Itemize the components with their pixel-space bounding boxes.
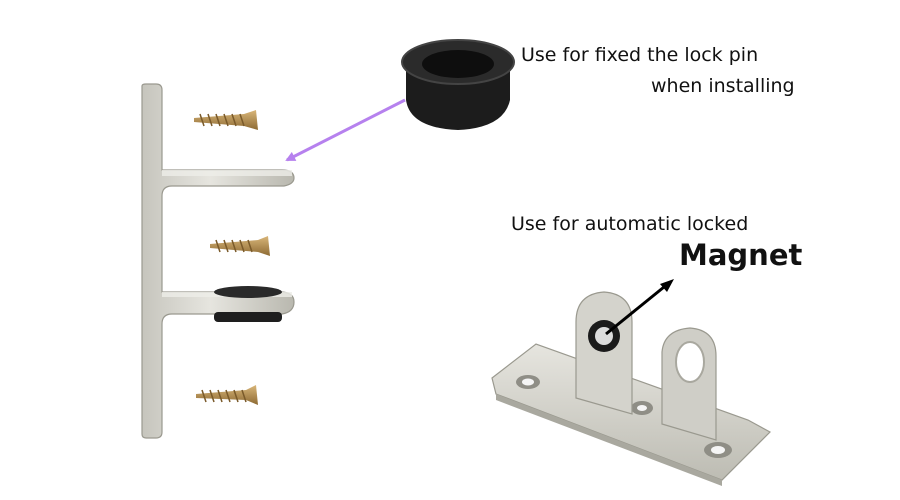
magnet-label: Magnet: [679, 238, 803, 272]
pointer-arrow-black-head: [660, 279, 674, 292]
screw-icon: [194, 110, 258, 130]
pointer-arrow-purple: [285, 98, 406, 162]
spacer-ring-icon: [401, 39, 515, 130]
spacer-note-line-1: Use for fixed the lock pin: [521, 44, 759, 66]
magnet-note: Use for automatic locked: [511, 213, 749, 235]
magnet-icon: [214, 286, 282, 322]
bracket-icon: [141, 83, 295, 439]
pointer-arrow-black: [605, 285, 665, 336]
mount-base-icon: [491, 291, 771, 486]
spacer-note-line-2: when installing: [651, 75, 795, 97]
screw-icon: [210, 236, 270, 256]
screw-icon: [196, 385, 258, 405]
